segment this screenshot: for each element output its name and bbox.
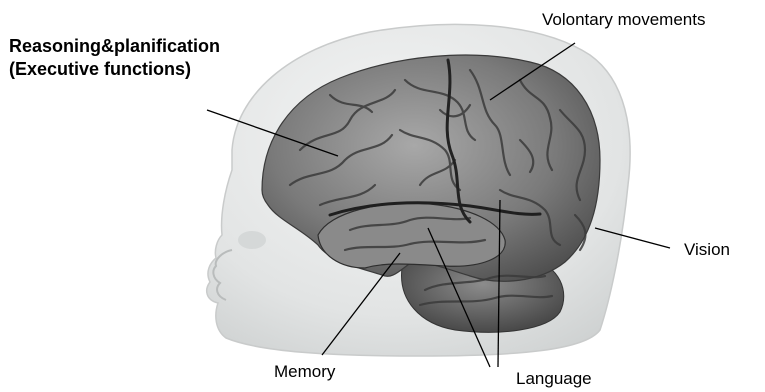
memory-label: Memory	[274, 362, 335, 382]
executive-functions-label-line1: Reasoning&planification	[9, 36, 220, 57]
vision-label: Vision	[684, 240, 730, 260]
language-label: Language	[516, 369, 592, 389]
eye-socket	[238, 231, 266, 249]
voluntary-movements-label: Volontary movements	[542, 10, 705, 30]
executive-functions-label-line2: (Executive functions)	[9, 59, 191, 80]
